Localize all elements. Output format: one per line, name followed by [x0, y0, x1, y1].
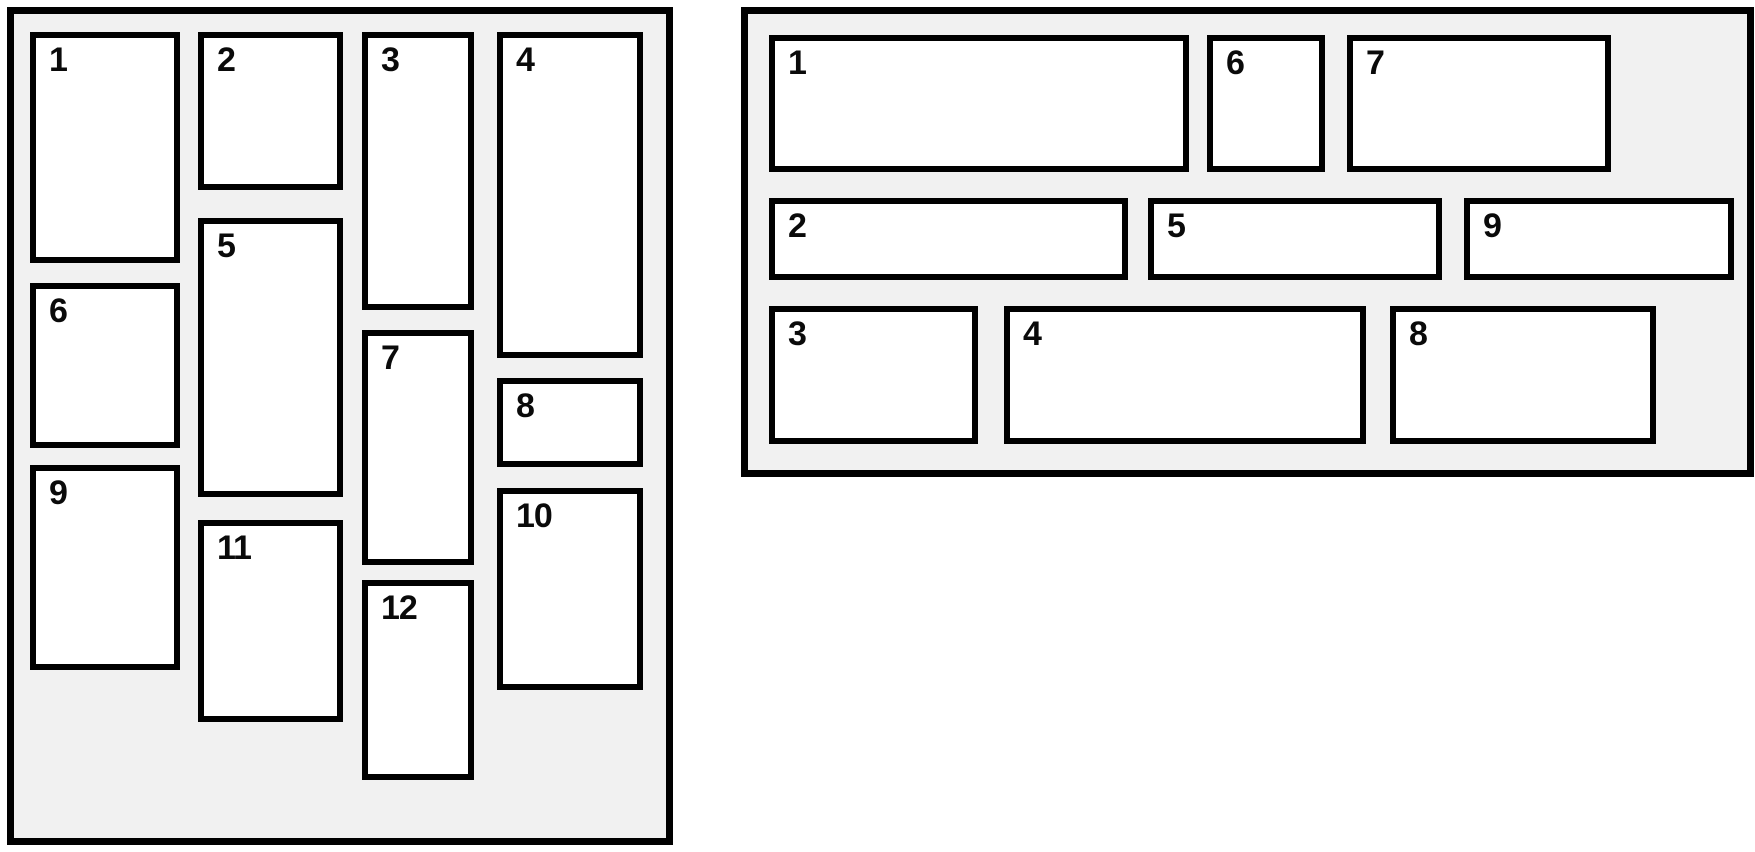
right-panel-box-6: 6	[1207, 35, 1325, 172]
left-panel-box-3: 3	[362, 32, 474, 310]
right-panel-box-8: 8	[1390, 306, 1656, 444]
box-label: 6	[1226, 44, 1245, 82]
horizontal-masonry-panel: 1 2 3 4 5 6 7 8 9	[741, 7, 1754, 477]
box-label: 7	[381, 339, 400, 377]
box-label: 9	[49, 474, 68, 512]
right-panel-box-2: 2	[769, 198, 1128, 280]
left-panel-box-1: 1	[30, 32, 180, 263]
box-label: 1	[49, 41, 68, 79]
box-label: 4	[516, 41, 535, 79]
right-panel-box-3: 3	[769, 306, 978, 444]
right-panel-box-7: 7	[1347, 35, 1611, 172]
box-label: 10	[516, 497, 553, 535]
box-label: 8	[516, 387, 535, 425]
box-label: 4	[1023, 315, 1042, 353]
left-panel-box-7: 7	[362, 330, 474, 565]
box-label: 3	[788, 315, 807, 353]
right-panel-box-4: 4	[1004, 306, 1366, 444]
left-panel-box-5: 5	[198, 218, 343, 497]
box-label: 7	[1366, 44, 1385, 82]
box-label: 1	[788, 44, 807, 82]
box-label: 2	[788, 207, 807, 245]
box-label: 3	[381, 41, 400, 79]
vertical-masonry-panel: 1 2 3 4 5 6 7 8 9 10 11 12	[7, 7, 673, 845]
left-panel-box-9: 9	[30, 465, 180, 670]
box-label: 8	[1409, 315, 1428, 353]
box-label: 12	[381, 589, 418, 627]
box-label: 9	[1483, 207, 1502, 245]
box-label: 2	[217, 41, 236, 79]
right-panel-box-5: 5	[1148, 198, 1442, 280]
left-panel-box-4: 4	[497, 32, 643, 358]
left-panel-box-8: 8	[497, 378, 643, 467]
box-label: 5	[1167, 207, 1186, 245]
right-panel-box-9: 9	[1464, 198, 1734, 280]
box-label: 6	[49, 292, 68, 330]
left-panel-box-10: 10	[497, 488, 643, 690]
box-label: 5	[217, 227, 236, 265]
left-panel-box-11: 11	[198, 520, 343, 722]
right-panel-box-1: 1	[769, 35, 1189, 172]
left-panel-box-12: 12	[362, 580, 474, 780]
box-label: 11	[217, 529, 252, 567]
left-panel-box-6: 6	[30, 283, 180, 448]
left-panel-box-2: 2	[198, 32, 343, 190]
